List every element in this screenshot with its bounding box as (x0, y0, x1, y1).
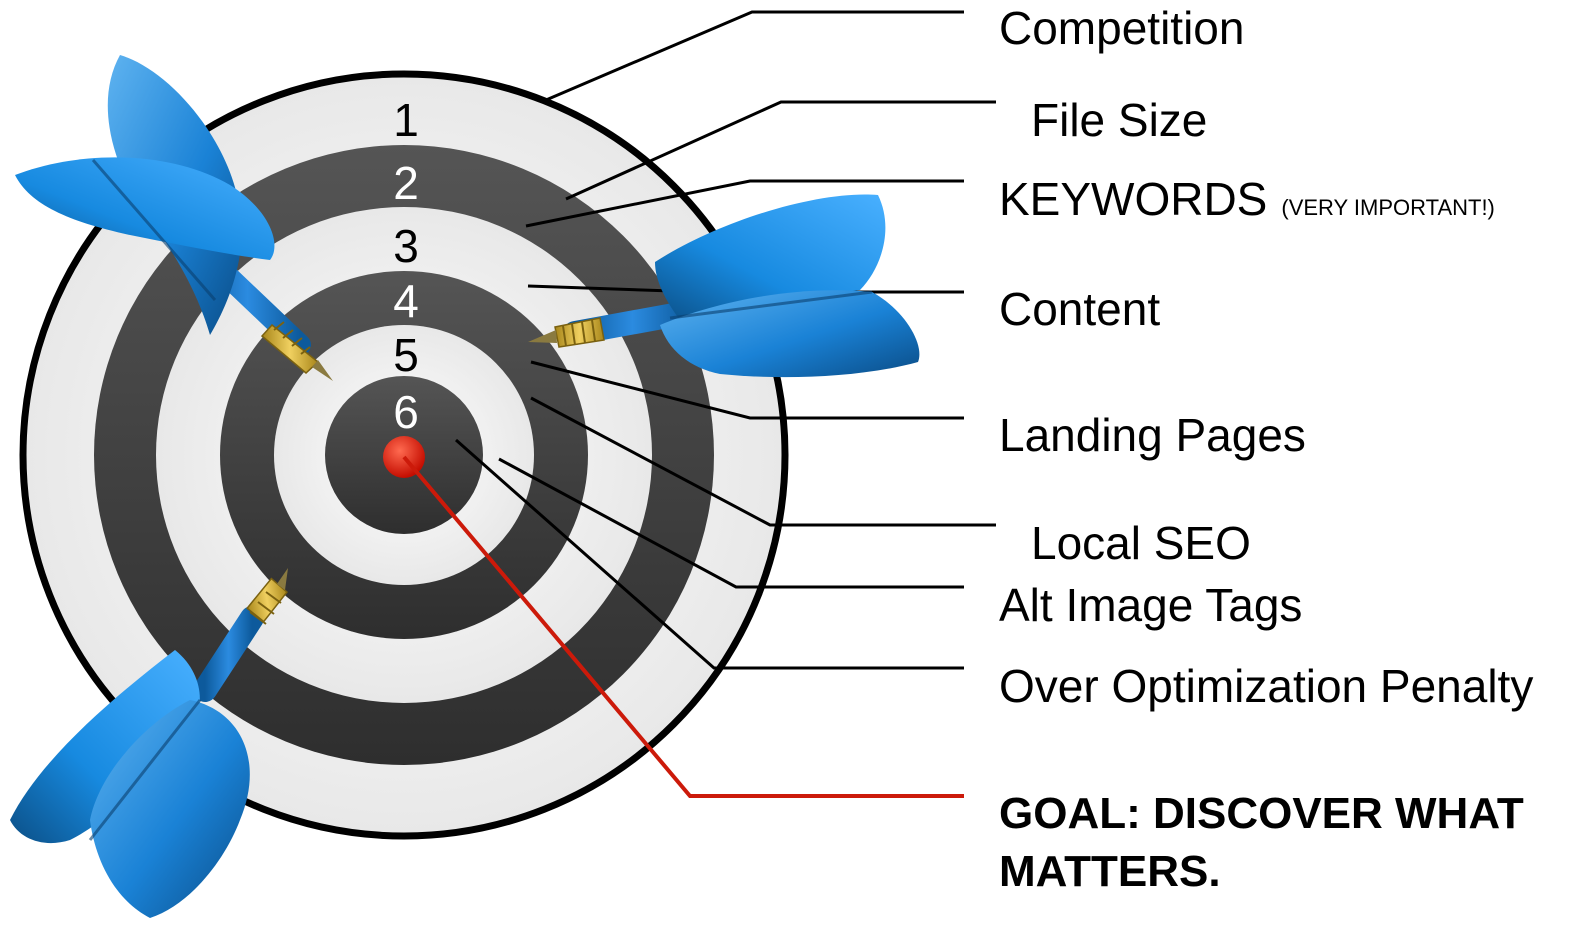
goal-line-1: GOAL: DISCOVER WHAT (999, 789, 1524, 838)
label-keywords: KEYWORDS (VERY IMPORTANT!) (999, 173, 1495, 225)
ring-number-5: 5 (393, 329, 419, 381)
leader-competition (545, 10, 964, 102)
label-landing-pages: Landing Pages (999, 409, 1306, 461)
leader-goal (402, 455, 964, 798)
labels: Competition File Size KEYWORDS (VERY IMPO… (999, 2, 1533, 896)
ring-number-3: 3 (393, 220, 419, 272)
label-local-seo: Local SEO (1031, 517, 1251, 569)
leader-keywords (525, 179, 964, 228)
label-keywords-note: (VERY IMPORTANT!) (1281, 195, 1495, 220)
leader-over-optimization (455, 438, 964, 670)
label-over-optimization-penalty: Over Optimization Penalty (999, 660, 1533, 712)
leader-alt-image-tags (498, 457, 964, 589)
leader-local-seo (530, 396, 996, 527)
leader-file-size (565, 100, 996, 201)
dart-icon (10, 568, 288, 918)
label-content: Content (999, 283, 1160, 335)
goal-line-2: MATTERS. (999, 847, 1221, 896)
leader-landing-pages (530, 360, 964, 420)
label-competition: Competition (999, 2, 1244, 54)
ring-number-1: 1 (393, 94, 419, 146)
ring-number-4: 4 (393, 275, 419, 327)
ring-numbers: 1 2 3 4 5 6 (393, 94, 419, 438)
dart-icon (15, 55, 333, 381)
label-alt-image-tags: Alt Image Tags (999, 579, 1302, 631)
dart-icon (528, 194, 920, 378)
ring-number-2: 2 (393, 157, 419, 209)
label-keywords-text: KEYWORDS (999, 173, 1267, 225)
ring-number-6: 6 (393, 386, 419, 438)
label-file-size: File Size (1031, 94, 1207, 146)
